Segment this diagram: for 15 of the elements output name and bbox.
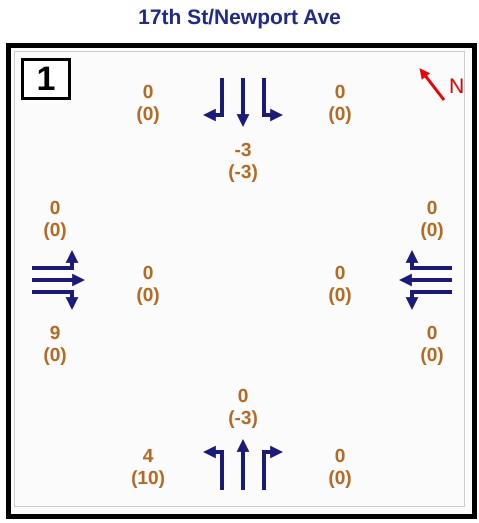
panel-number: 1: [21, 58, 71, 100]
volume-label: 4 (10): [131, 446, 165, 490]
volume-label: 9 (0): [43, 323, 67, 367]
volume-label: 0 (0): [43, 198, 67, 242]
volume-label: 0 (0): [420, 323, 444, 367]
volume-label: 0 (0): [136, 82, 160, 126]
volume-label: 0 (0): [328, 446, 352, 490]
north-label: N: [449, 75, 464, 99]
volume-label: 0 (-3): [228, 386, 258, 430]
volume-label: 0 (0): [420, 198, 444, 242]
title: 17th St/Newport Ave: [137, 6, 342, 30]
volume-label: -3 (-3): [228, 140, 258, 184]
volume-label: 0 (0): [328, 263, 352, 307]
volume-label: 0 (0): [136, 263, 160, 307]
volume-label: 0 (0): [328, 82, 352, 126]
